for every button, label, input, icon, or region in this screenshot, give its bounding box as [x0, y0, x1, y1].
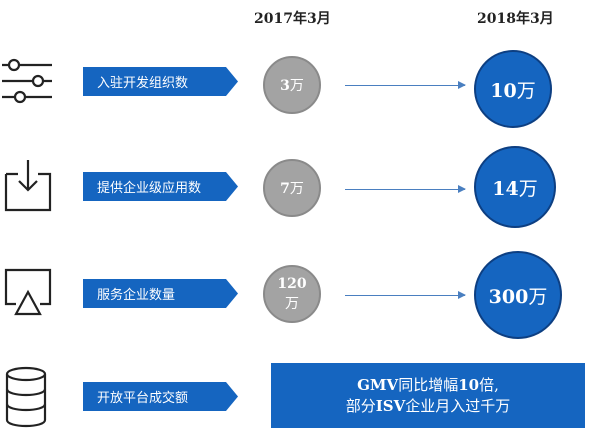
banner-label: 入驻开发组织数	[97, 76, 189, 91]
gmv-line-1: GMV同比增幅10倍,	[357, 375, 499, 396]
gmv-summary-box: GMV同比增幅10倍, 部分ISV企业月入过千万	[271, 363, 585, 428]
banner-label: 提供企业级应用数	[97, 181, 202, 196]
arrow-apps	[345, 185, 466, 193]
inbox-download-icon	[4, 160, 52, 212]
value-2018-developers: 10万	[474, 50, 552, 128]
banner-apps: 提供企业级应用数	[83, 172, 238, 201]
header-2018: 2018年3月	[477, 11, 554, 27]
arrow-enterprises	[345, 291, 466, 299]
value-2017-enterprises: 120 万	[263, 265, 321, 323]
value-number: 120	[277, 276, 307, 292]
value-2018-apps: 14万	[474, 146, 556, 228]
gmv-text: 企业月入过千万	[405, 396, 511, 415]
value-number: 300	[488, 285, 529, 308]
header-2017: 2017年3月	[254, 11, 331, 27]
value-unit: 万	[518, 177, 538, 200]
value-2017-apps: 7万	[263, 159, 321, 217]
gmv-term: GMV	[357, 375, 399, 394]
isv-term: ISV	[375, 396, 406, 415]
gmv-line-2: 部分ISV企业月入过千万	[346, 396, 511, 417]
banner-label: 开放平台成交额	[97, 391, 189, 406]
sliders-icon	[2, 58, 52, 104]
value-number: 3	[280, 78, 290, 94]
banner-developers: 入驻开发组织数	[83, 67, 238, 96]
arrow-developers	[345, 81, 466, 89]
value-unit: 万	[516, 79, 536, 102]
value-number: 7	[280, 181, 290, 197]
gmv-multiple: 10	[458, 375, 480, 394]
banner-label: 服务企业数量	[97, 288, 176, 303]
value-2018-enterprises: 300万	[474, 251, 562, 339]
gmv-text: 倍,	[479, 375, 499, 394]
banner-enterprises: 服务企业数量	[83, 279, 238, 308]
database-icon	[5, 366, 47, 428]
gmv-text: 同比增幅	[398, 375, 459, 394]
banner-gmv: 开放平台成交额	[83, 382, 238, 411]
value-unit: 万	[285, 296, 299, 312]
value-unit: 万	[289, 78, 304, 94]
value-number: 10	[490, 79, 517, 102]
gmv-text: 部分	[345, 396, 376, 415]
value-number: 14	[492, 177, 519, 200]
value-2017-developers: 3万	[263, 56, 321, 114]
value-unit: 万	[528, 285, 548, 308]
airplay-icon	[4, 268, 52, 316]
value-unit: 万	[289, 181, 304, 197]
